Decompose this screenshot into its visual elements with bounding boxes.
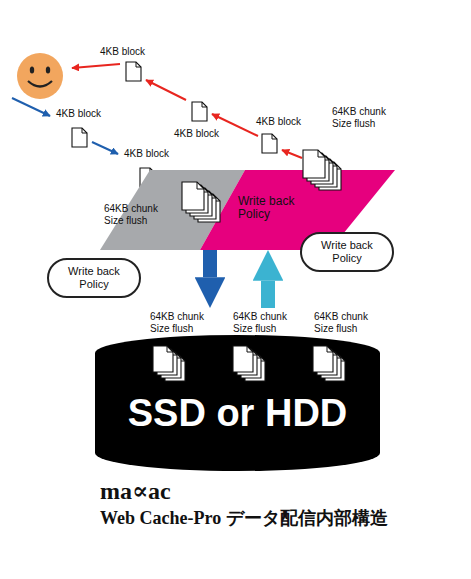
policy-callout: Write back Policy — [47, 258, 141, 298]
chunk-label: 64KB chunk Size flush — [332, 106, 394, 129]
document-fold — [247, 346, 253, 352]
document-icon — [153, 346, 173, 372]
document-fold — [82, 128, 87, 133]
node-text: SSD or HDD — [95, 394, 380, 432]
block-label: 4KB block — [56, 108, 101, 120]
node-text: Write back Policy — [238, 195, 300, 221]
document-icon — [126, 62, 141, 81]
flow-arrow — [146, 80, 186, 100]
document-fold — [167, 346, 173, 352]
document-icon — [233, 346, 253, 372]
document-fold — [202, 102, 207, 107]
caption: Web Cache-Pro データ配信内部構造 — [100, 508, 388, 529]
policy-callout: Write back Policy — [300, 232, 394, 272]
node-text: Write back Policy — [315, 239, 379, 264]
chunk-label: 64KB chunk Size flush — [150, 311, 212, 334]
document-icon — [313, 346, 333, 372]
flow-arrow — [282, 150, 302, 158]
document-icon — [262, 134, 277, 153]
flow-arrow — [12, 98, 50, 116]
document-icon — [182, 182, 204, 210]
flush-arrow — [203, 250, 217, 277]
chunk-label: 64KB chunk Size flush — [104, 203, 166, 226]
chunk-label: 64KB chunk Size flush — [233, 311, 295, 334]
document-fold — [318, 150, 325, 157]
block-label: 4KB block — [124, 148, 169, 160]
document-fold — [197, 182, 204, 189]
flush-arrow — [261, 281, 275, 308]
chunk-label: 64KB chunk Size flush — [314, 311, 376, 334]
block-label: 4KB block — [100, 46, 145, 58]
smiley-face — [17, 53, 63, 99]
block-label: 4KB block — [174, 128, 219, 140]
document-icon — [72, 128, 87, 147]
block-label: 4KB block — [256, 116, 301, 128]
document-icon — [303, 150, 325, 178]
document-icon — [192, 102, 207, 121]
brand-logo: ma∝ac — [100, 478, 171, 506]
document-fold — [327, 346, 333, 352]
node-text: Write back Policy — [62, 265, 126, 290]
document-fold — [272, 134, 277, 139]
flow-arrow — [92, 142, 118, 154]
flow-arrow — [72, 64, 120, 68]
document-fold — [136, 62, 141, 67]
